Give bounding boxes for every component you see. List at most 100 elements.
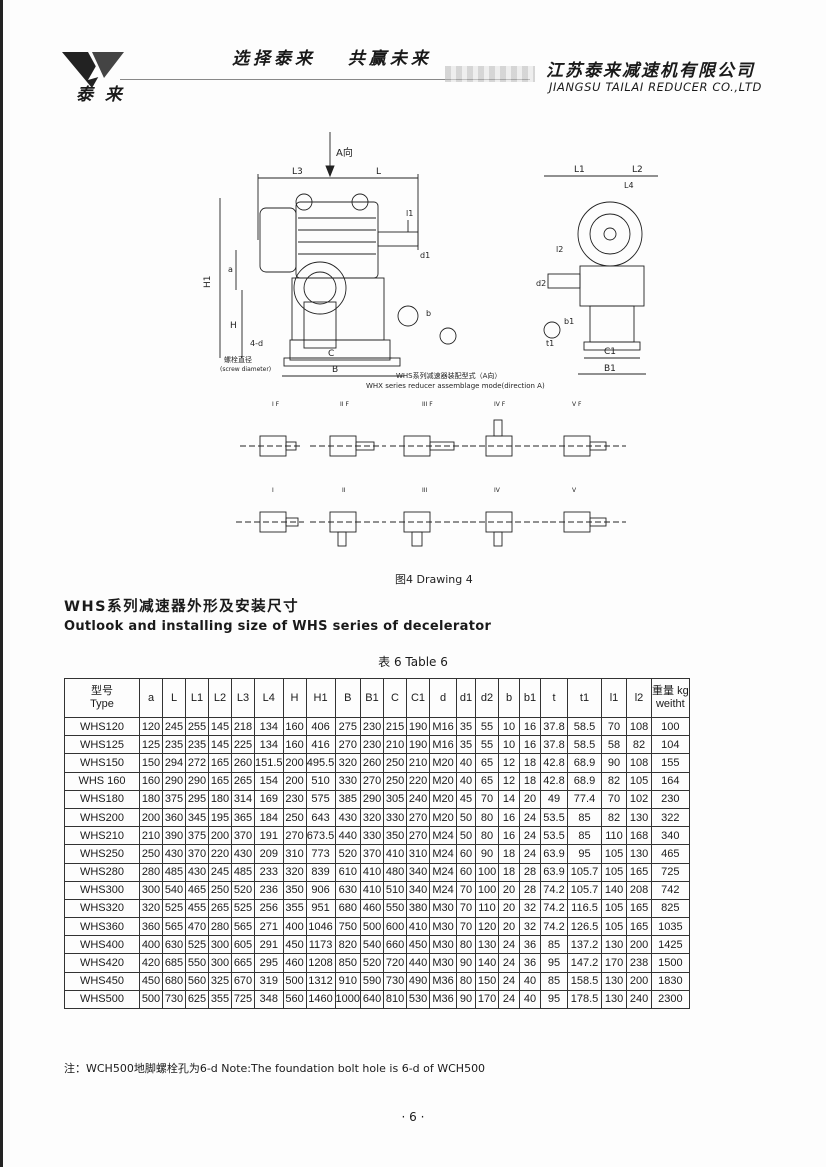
value-cell: 385	[334, 789, 362, 809]
value-cell: 158.5	[567, 971, 603, 991]
value-cell: 665	[231, 953, 255, 973]
value-cell: 145	[208, 716, 232, 737]
value-cell: 95	[540, 953, 569, 973]
column-header-sublabel: weitht	[655, 698, 685, 710]
value-cell: 32	[519, 898, 542, 919]
value-cell: 104	[651, 735, 690, 755]
value-cell: 370	[231, 826, 255, 846]
value-cell: 85	[540, 971, 569, 991]
value-cell: 390	[162, 826, 186, 846]
value-cell: 685	[162, 953, 186, 973]
value-cell: 460	[360, 898, 385, 919]
value-cell: 85	[567, 807, 603, 828]
value-cell: 530	[406, 989, 431, 1010]
mode-label: V F	[572, 401, 582, 408]
value-cell: 300	[208, 935, 232, 955]
value-cell: 410	[383, 844, 408, 864]
value-cell: 28	[519, 880, 542, 900]
value-cell: 340	[406, 862, 431, 882]
column-header: B	[334, 678, 362, 718]
value-cell: 108	[626, 716, 653, 737]
value-cell: 130	[626, 844, 653, 864]
value-cell: 240	[626, 989, 653, 1010]
value-cell: 140	[475, 953, 500, 973]
column-header-label: B	[344, 691, 352, 704]
column-header-label: l2	[634, 691, 644, 704]
value-cell: 160	[139, 771, 163, 791]
value-cell: 630	[334, 880, 362, 900]
value-cell: 210	[406, 753, 431, 773]
value-cell: 348	[254, 989, 284, 1010]
value-cell: 74.2	[540, 917, 569, 937]
model-cell: WHS200	[64, 807, 140, 828]
value-cell: 300	[208, 953, 232, 973]
value-cell: 95	[567, 844, 603, 864]
value-cell: 500	[360, 917, 385, 937]
value-cell: 440	[406, 953, 431, 973]
value-cell: 340	[651, 826, 690, 846]
value-cell: 184	[254, 807, 284, 828]
value-cell: 305	[383, 789, 408, 809]
value-cell: 510	[383, 880, 408, 900]
value-cell: 1173	[305, 935, 336, 955]
model-cell: WHS210	[64, 826, 140, 846]
value-cell: 116.5	[567, 898, 603, 919]
value-cell: 330	[383, 807, 408, 828]
column-header-label: H	[290, 691, 299, 704]
value-cell: 250	[383, 753, 408, 773]
dim-label: H	[230, 321, 237, 331]
value-cell: 410	[406, 917, 431, 937]
value-cell: 80	[475, 826, 500, 846]
value-cell: 70	[456, 880, 477, 900]
value-cell: 230	[360, 716, 385, 737]
value-cell: 245	[208, 862, 232, 882]
assembly-caption-cn: WHS系列减速器装配型式（A向）	[396, 371, 501, 380]
value-cell: 130	[475, 935, 500, 955]
value-cell: 2300	[651, 989, 690, 1010]
value-cell: 375	[185, 826, 209, 846]
value-cell: 265	[208, 898, 232, 919]
model-cell: WHS360	[64, 917, 140, 937]
column-header: b	[498, 678, 521, 718]
value-cell: 250	[139, 844, 163, 864]
value-cell: 77.4	[567, 789, 603, 809]
value-cell: 560	[185, 971, 209, 991]
value-cell: 340	[406, 880, 431, 900]
dim-label: b1	[564, 317, 574, 326]
value-cell: 325	[208, 971, 232, 991]
column-header: b1	[519, 678, 542, 718]
value-cell: 280	[208, 917, 232, 937]
value-cell: M20	[429, 789, 458, 809]
value-cell: 1500	[651, 953, 690, 973]
value-cell: 178.5	[567, 989, 603, 1010]
value-cell: 209	[254, 844, 284, 864]
value-cell: 165	[208, 753, 232, 773]
bleed-through-band	[445, 66, 535, 82]
mode-label: III F	[422, 401, 433, 408]
value-cell: 105	[601, 898, 628, 919]
value-cell: 370	[185, 844, 209, 864]
value-cell: 70	[475, 789, 500, 809]
value-cell: 230	[282, 789, 307, 809]
value-cell: 18	[498, 844, 521, 864]
value-cell: 495.5	[305, 753, 336, 773]
column-header-label: t	[552, 691, 556, 704]
value-cell: 270	[334, 735, 362, 755]
value-cell: 291	[254, 935, 284, 955]
company-name-en: JIANGSU TAILAI REDUCER CO.,LTD	[549, 80, 762, 94]
value-cell: 450	[139, 971, 163, 991]
value-cell: 24	[498, 953, 521, 973]
value-cell: 16	[519, 735, 542, 755]
value-cell: 510	[305, 771, 336, 791]
value-cell: 130	[601, 971, 628, 991]
value-cell: 24	[498, 935, 521, 955]
value-cell: 272	[185, 753, 209, 773]
value-cell: 730	[383, 971, 408, 991]
value-cell: 290	[162, 771, 186, 791]
value-cell: 625	[185, 989, 209, 1010]
value-cell: 90	[601, 753, 628, 773]
